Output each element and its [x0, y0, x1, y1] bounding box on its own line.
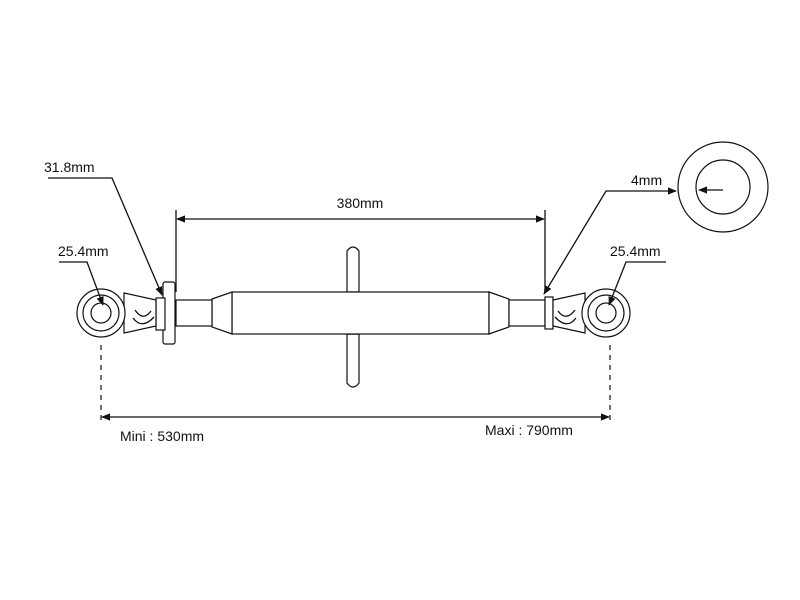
tube-body [211, 291, 510, 335]
right-ball-end [552, 288, 631, 338]
thread-label: 31.8mm [44, 159, 95, 175]
left-ball-end [76, 288, 157, 338]
left-thread-assembly [155, 281, 213, 345]
right-thread-assembly [508, 296, 554, 330]
center-length-dimension: 380mm [175, 195, 546, 292]
center-length-label: 380mm [337, 195, 384, 211]
overall-length-dimension: Mini : 530mm Maxi : 790mm [100, 345, 611, 444]
pin-right-dimension: 25.4mm [608, 243, 666, 306]
pin-left-dimension: 25.4mm [58, 243, 109, 306]
wall-label: 4mm [631, 172, 662, 188]
min-length-label: Mini : 530mm [120, 428, 204, 444]
thread-dimension: 31.8mm [44, 159, 163, 296]
pin-right-label: 25.4mm [610, 243, 661, 259]
pin-left-label: 25.4mm [58, 243, 109, 259]
max-length-label: Maxi : 790mm [485, 422, 573, 438]
wall-dimension: 4mm [543, 172, 677, 295]
cross-section-ring [677, 141, 769, 233]
